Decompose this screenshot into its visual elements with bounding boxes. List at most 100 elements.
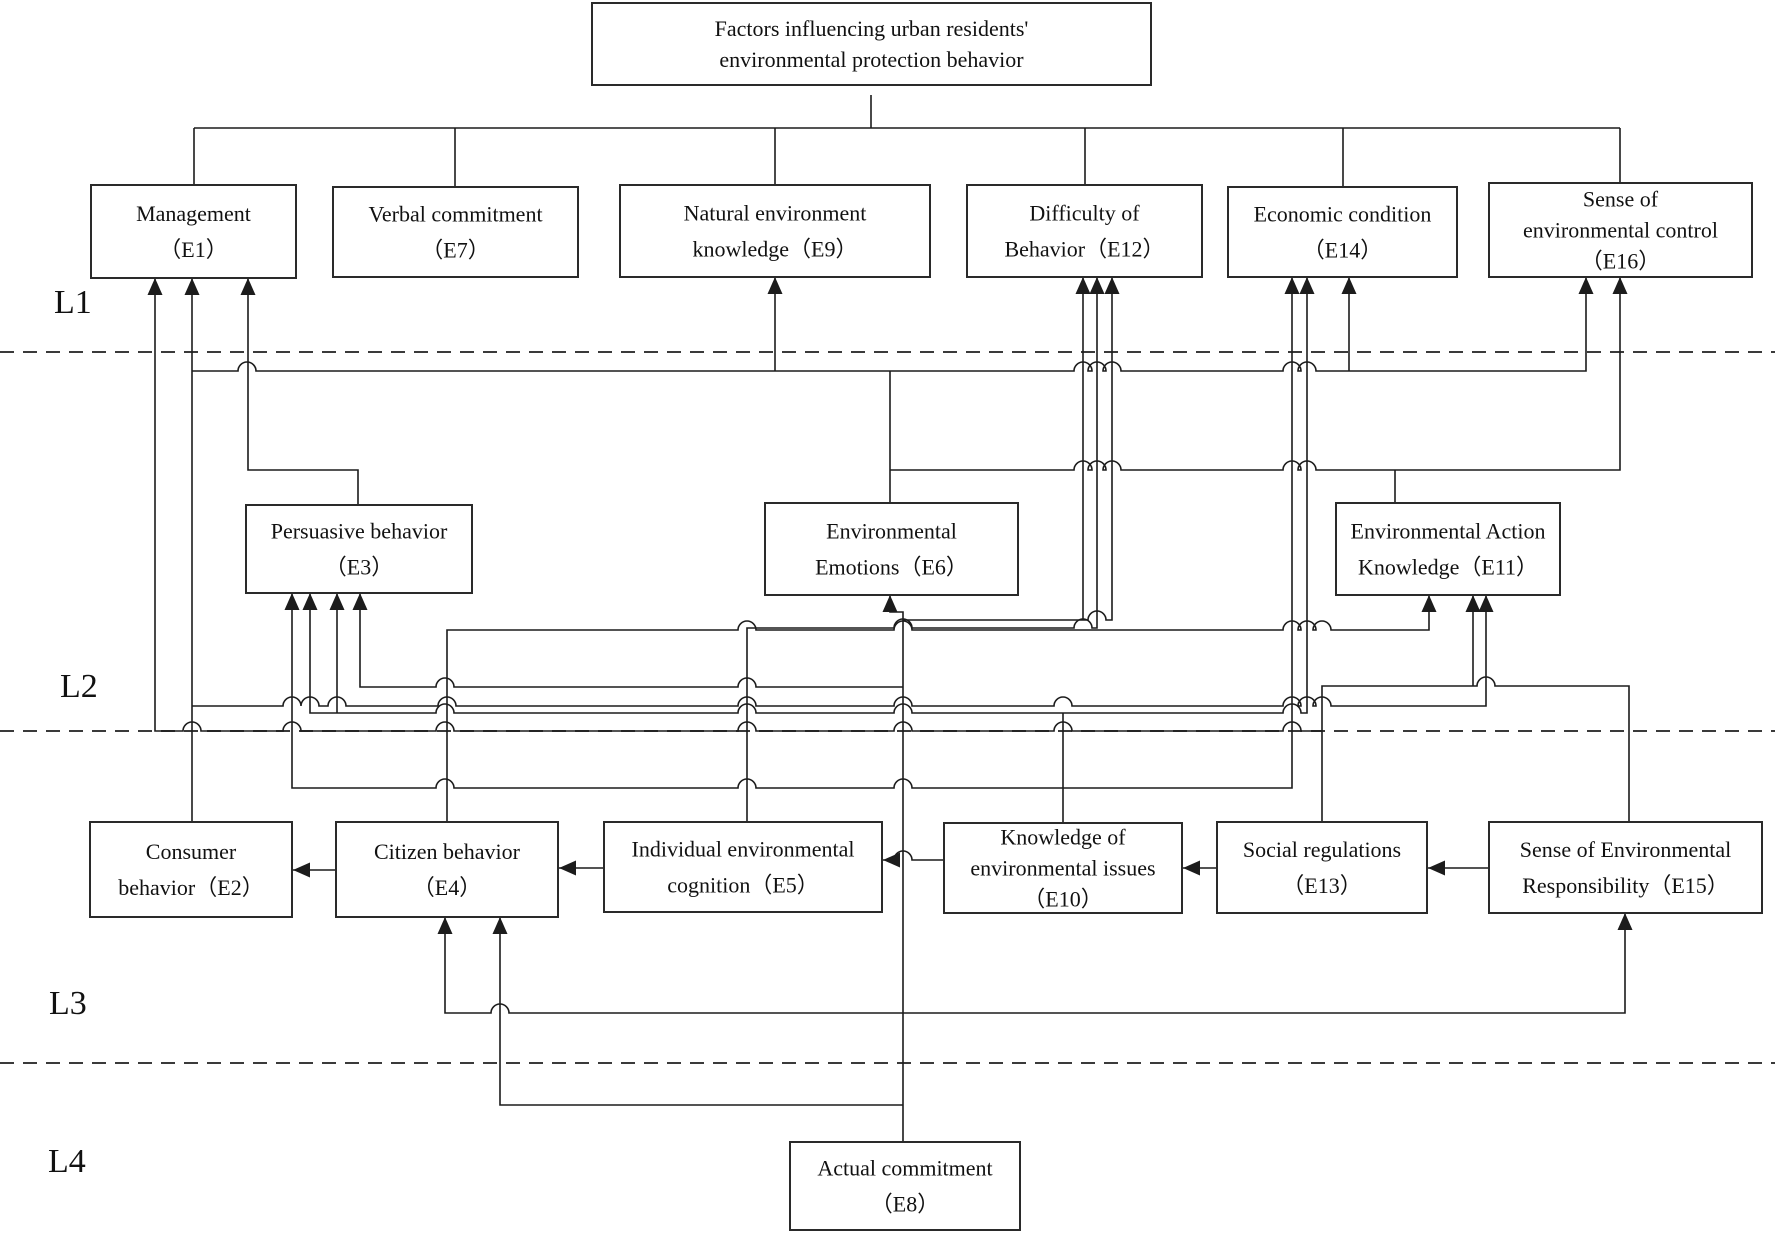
node-e4-box (335, 821, 559, 918)
node-e1: Management （E1） (90, 184, 297, 279)
node-e13-box (1216, 821, 1428, 914)
title-box (591, 2, 1152, 86)
arrowhead-up-3 (767, 277, 783, 294)
node-e8: Actual commitment （E8） (789, 1141, 1021, 1231)
arrowhead-left-27 (1428, 860, 1445, 876)
node-e14-label-line-2: （E14） (1303, 238, 1382, 263)
node-e14-box (1227, 186, 1458, 278)
node-e10: Knowledge of environmental issues （E10） (943, 822, 1183, 914)
node-e14-label-line-1: Economic condition (1254, 202, 1432, 227)
node-e10-label-line-2: environmental issues (970, 856, 1155, 881)
wire-row713-e3-e14 (309, 277, 1308, 714)
wire-e13-e15-bus (1321, 676, 1630, 822)
arrowhead-up-15 (352, 593, 368, 610)
arrowhead-up-12 (284, 593, 300, 610)
wire-e8-to-e3 (359, 593, 903, 688)
node-e11-label-line-1: Environmental Action (1351, 519, 1546, 544)
node-e10-box (943, 822, 1183, 914)
node-e16-label-line-3: （E16） (1581, 249, 1660, 274)
wire-e8-to-e4-b (499, 917, 903, 1106)
arrowhead-up-10 (1578, 277, 1594, 294)
arrowhead-up-4 (1075, 277, 1091, 294)
node-e7-label-line-2: （E7） (421, 238, 489, 263)
node-e4-label-line-1: Citizen behavior (374, 839, 521, 864)
level-label-l4: L4 (48, 1143, 86, 1180)
node-e2-label-line-1: Consumer (146, 839, 237, 864)
level-label-l3: L3 (49, 985, 87, 1022)
diagram-title-line-1: Factors influencing urban residents' (715, 16, 1029, 41)
arrowhead-up-22 (1617, 913, 1633, 930)
arrowhead-up-11 (1612, 277, 1628, 294)
arrowhead-up-17 (1421, 595, 1437, 612)
wire-e2-to-e11 (192, 595, 1487, 707)
node-e1-label-line-2: （E1） (159, 237, 227, 262)
wire-e8-branch-e12 (903, 277, 1113, 621)
node-e9-box (619, 184, 931, 278)
level-label-l1: L1 (54, 284, 92, 321)
node-e4: Citizen behavior （E4） (335, 821, 559, 918)
node-e15: Sense of EnvironmentalResponsibility（E15… (1488, 821, 1763, 914)
arrowhead-left-23 (293, 862, 310, 878)
wire-bus-l2-l1 (192, 277, 1587, 372)
node-e1-box (90, 184, 297, 279)
arrowhead-left-26 (1183, 860, 1200, 876)
arrowhead-up-7 (1284, 277, 1300, 294)
node-e16-box (1488, 182, 1753, 278)
wire-e8-main (889, 595, 904, 1142)
node-e16-label-line-2: environmental control (1523, 218, 1718, 243)
node-e9-label-line-1: Natural environment (684, 201, 867, 226)
arrowhead-up-16 (882, 595, 898, 612)
arrowhead-up-5 (1089, 277, 1105, 294)
node-e3-label-line-2: （E3） (325, 555, 393, 580)
arrowhead-up-19 (1478, 595, 1494, 612)
wire-row470-to-e16 (890, 277, 1621, 471)
node-e3-label-line-1: Persuasive behavior (271, 519, 448, 544)
arrowhead-up-14 (329, 593, 345, 610)
wire-e5-to-e12 (746, 277, 1098, 822)
node-e8-box (789, 1141, 1021, 1231)
wire-e3-to-e1 (247, 278, 359, 505)
node-e12: Difficulty of Behavior（E12） (966, 184, 1203, 278)
node-e12-box (966, 184, 1203, 278)
node-e11-box (1335, 502, 1561, 596)
wire-e4-to-e11 (446, 595, 1430, 822)
node-e4-label-line-2: （E4） (413, 875, 481, 900)
node-e10-label-line-3: （E10） (1023, 887, 1102, 912)
node-e3-box (245, 504, 473, 594)
node-e10-label-line-1: Knowledge of (1000, 825, 1126, 850)
level-label-l2: L2 (60, 668, 98, 705)
node-e6-label-line-2: Emotions（E6） (815, 555, 968, 580)
node-e13-label-line-2: （E13） (1282, 873, 1361, 898)
node-e15-label-line-1: Sense of Environmental (1520, 837, 1731, 862)
arrowhead-up-9 (1341, 277, 1357, 294)
node-e5-label-line-1: Individual environmental (632, 837, 855, 862)
node-e9: Natural environment knowledge（E9） (619, 184, 931, 278)
node-e1-label-line-1: Management (136, 201, 251, 226)
node-e9-label-line-2: knowledge（E9） (693, 237, 858, 262)
node-e7: Verbal commitment （E7） (332, 186, 579, 278)
node-e2-box (89, 821, 293, 918)
node-e12-label-line-2: Behavior（E12） (1004, 237, 1164, 262)
node-e3: Persuasive behavior （E3） (245, 504, 473, 594)
arrowhead-left-25 (883, 852, 900, 868)
node-e8-label-line-1: Actual commitment (817, 1156, 992, 1181)
arrowhead-left-24 (559, 860, 576, 876)
wire-e10-to-e3-e14 (291, 277, 1293, 789)
node-e8-label-line-2: （E8） (871, 1192, 939, 1217)
node-e6-box (764, 502, 1019, 596)
arrowhead-up-1 (184, 278, 200, 295)
node-e5-box (603, 821, 883, 913)
arrowhead-up-2 (240, 278, 256, 295)
node-e7-label-line-1: Verbal commitment (368, 202, 542, 227)
node-e15-box (1488, 821, 1763, 914)
wire-e8-to-e4-e15 (444, 913, 1626, 1014)
node-e12-label-line-1: Difficulty of (1029, 201, 1140, 226)
arrowhead-up-21 (492, 917, 508, 934)
